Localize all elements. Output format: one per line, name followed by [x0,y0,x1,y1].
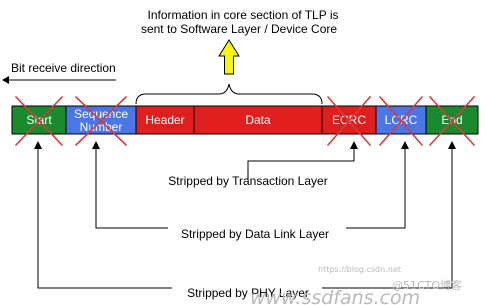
stripped-phy-label: Stripped by PHY Layer [187,286,309,300]
phy-layer-bracket [34,141,456,289]
watermark-url: www.ssdfans.com [250,287,420,305]
stripped-transaction-label: Stripped by Transaction Layer [168,174,327,188]
cross-sequence-icon [75,96,127,146]
segment-header [135,105,195,135]
info-text-line-1: Information in core section of TLP is [148,8,339,22]
segment-header-label: Header [145,113,184,127]
segment-sequence-label-1: Sequence [74,107,128,121]
core-section-brace [135,83,323,105]
stripped-datalink-label: Stripped by Data Link Layer [181,227,329,241]
cross-lcrc-icon [379,96,423,146]
transaction-layer-bracket [247,141,358,179]
segment-data-label: Data [245,113,271,127]
cross-start-icon [15,96,63,146]
cross-end-icon [429,96,475,146]
info-text-line-2: sent to Software Layer / Device Core [141,22,337,36]
bit-direction-label: Bit receive direction [11,61,116,75]
watermark-blog: @51CTO博客 [392,278,462,292]
packet-bar [11,105,479,135]
watermark-small: https://blog.csdn.net [318,265,401,274]
core-up-arrow-icon [218,39,240,75]
cross-ecrc-icon [327,96,371,146]
datalink-layer-bracket [92,141,409,229]
